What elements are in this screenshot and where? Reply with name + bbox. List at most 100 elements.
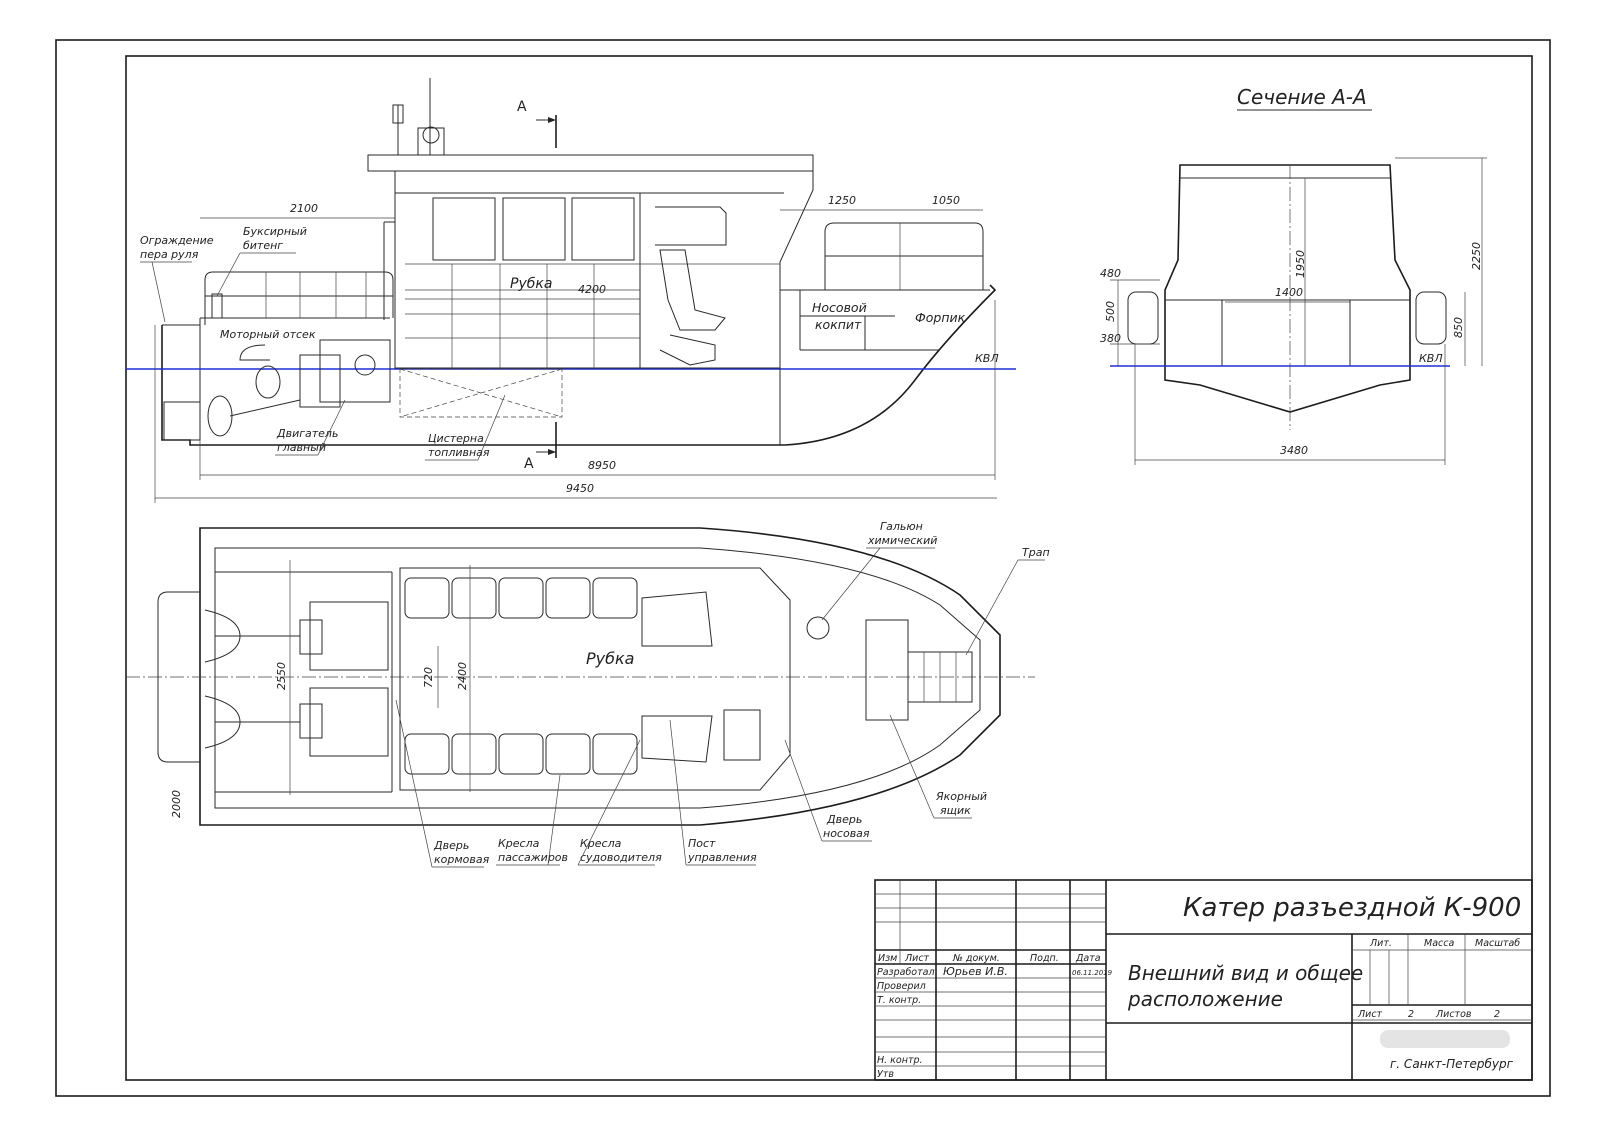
dim-1250: 1250 [828, 194, 856, 207]
label-bow-cockpit-2: кокпит [815, 317, 862, 332]
seats-upper [404, 577, 638, 619]
label-main-engine: Двигатель [276, 427, 338, 440]
label-bitt: Буксирный [243, 225, 307, 238]
main-engine [229, 339, 391, 417]
dim-8950: 8950 [588, 459, 616, 472]
dim-480: 480 [1100, 267, 1121, 280]
label-passenger-seats: Кресла [498, 837, 540, 850]
label-engine-room: Моторный отсек [220, 328, 316, 341]
dim-3480: 3480 [1280, 444, 1308, 457]
label-stern-door-2: кормовая [434, 853, 490, 866]
label-plan-wheelhouse: Рубка [586, 649, 634, 668]
dim-2250: 2250 [1470, 242, 1483, 270]
inner-frame [125, 55, 1533, 1081]
label-stern-door: Дверь [433, 839, 469, 852]
dim-1050: 1050 [932, 194, 960, 207]
outer-frame [55, 39, 1551, 1097]
dim-2100: 2100 [290, 202, 318, 215]
dim-720: 720 [422, 667, 435, 688]
tb-blurred-org [1380, 1030, 1510, 1048]
tb-row-tcontrol: Т. контр. [877, 995, 921, 1006]
tb-date: 06.11.2019 [1072, 969, 1113, 977]
tb-product: Катер разъездной К-900 [1183, 893, 1521, 923]
tb-row-developed: Разработал [877, 967, 935, 978]
cut-mark-top: А [517, 99, 527, 115]
label-anchor-box: Якорный [935, 790, 987, 803]
dim-1950: 1950 [1294, 250, 1307, 278]
label-wheelhouse: Рубка [510, 276, 552, 292]
tb-hdr-izm: Изм [878, 953, 897, 964]
dim-2000: 2000 [170, 790, 183, 818]
tb-hdr-docno: № докум. [952, 953, 1000, 964]
section-outline [1164, 164, 1411, 413]
tb-hdr-date: Дата [1075, 953, 1101, 964]
label-skipper-seats-2: судоводителя [580, 851, 662, 864]
fender-right [1415, 291, 1447, 345]
label-control-post-2: управления [687, 851, 757, 864]
label-bow-door: Дверь [826, 813, 862, 826]
cut-mark-bottom: А [524, 456, 534, 472]
title-block: Катер разъездной К-900 Внешний вид и общ… [874, 879, 1533, 1081]
toilet [806, 616, 830, 640]
dim-9450: 9450 [566, 482, 594, 495]
tb-sheets-label: Листов [1435, 1009, 1472, 1020]
label-control-post: Пост [688, 837, 716, 850]
aft-railing [204, 271, 394, 325]
bow-railing [780, 222, 990, 351]
fender-left [1127, 291, 1159, 345]
skipper-seat-upper [641, 591, 713, 647]
section-view: Сечение А-А 1400 1950 2250 850 КВЛ 480 5… [1100, 85, 1487, 465]
dim-380: 380 [1100, 332, 1121, 345]
skipper-seat-lower [641, 715, 713, 763]
dim-850: 850 [1452, 317, 1465, 338]
tb-sheets-no: 2 [1494, 1009, 1500, 1020]
label-forepeak: Форпик [915, 310, 966, 325]
label-ladder: Трап [1022, 546, 1050, 559]
section-title: Сечение А-А [1237, 85, 1367, 109]
tb-doc-title: Внешний вид и общее [1128, 961, 1363, 985]
hull-outline [161, 284, 997, 446]
tb-scale: Масштаб [1475, 938, 1520, 949]
seats-lower [404, 733, 638, 775]
tb-developer: Юрьев И.В. [943, 965, 1008, 978]
label-rudder-guard: Ограждение [140, 234, 214, 247]
label-passenger-seats-2: пассажиров [498, 851, 568, 864]
label-toilet-2: химический [867, 534, 937, 547]
label-fuel-tank-2: топливная [428, 446, 490, 459]
label-bitt-2: битенг [243, 239, 283, 252]
label-section-waterline: КВЛ [1419, 352, 1443, 365]
fuel-tank [399, 368, 563, 418]
label-rudder-guard-2: пера руля [140, 248, 199, 261]
label-toilet: Гальюн [880, 520, 923, 533]
tb-row-approved: Утв [877, 1069, 894, 1080]
dim-4200: 4200 [578, 283, 606, 296]
tb-doc-title-2: расположение [1127, 987, 1283, 1011]
deck-outline [199, 527, 1001, 826]
side-profile-view: А А 2100 1250 1050 4200 8950 9450 Огражд… [126, 78, 1016, 503]
engine-starboard [204, 687, 389, 757]
tb-row-ncontrol: Н. контр. [877, 1055, 923, 1066]
dim-2400: 2400 [456, 662, 469, 690]
tb-sheet-label: Лист [1357, 1009, 1383, 1020]
dim-1400: 1400 [1275, 286, 1303, 299]
label-anchor-box-2: ящик [940, 804, 971, 817]
tb-city: г. Санкт-Петербург [1390, 1057, 1514, 1071]
label-bow-door-2: носовая [823, 827, 870, 840]
tb-mass: Масса [1424, 938, 1454, 949]
tb-hdr-list: Лист [904, 953, 930, 964]
plan-view: 2550 720 2400 2000 Рубка Гальюн химическ… [126, 520, 1050, 868]
label-main-engine-2: главный [277, 441, 326, 454]
propeller [163, 395, 233, 441]
engine-port [204, 601, 389, 671]
tb-lit: Лит. [1369, 938, 1392, 949]
tb-hdr-sign: Подп. [1030, 953, 1059, 964]
anchor-box [865, 619, 909, 721]
label-fuel-tank: Цистерна [428, 432, 484, 445]
wheelhouse-roof [367, 154, 814, 172]
tb-sheet-no: 2 [1408, 1009, 1414, 1020]
label-waterline: КВЛ [975, 352, 999, 365]
dim-2550: 2550 [275, 662, 288, 690]
label-bow-cockpit: Носовой [812, 300, 867, 315]
tb-row-checked: Проверил [877, 981, 926, 992]
